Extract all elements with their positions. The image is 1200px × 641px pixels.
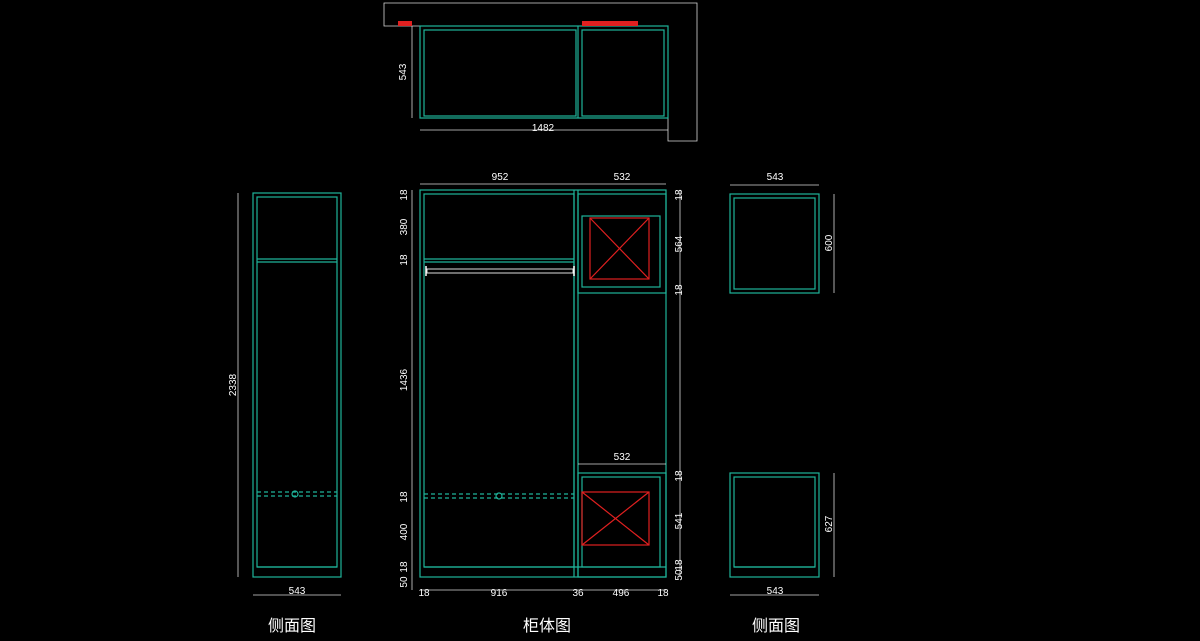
front-bottom-dim: 916	[491, 588, 508, 599]
front-left-dim: 18	[399, 254, 410, 266]
front-caption: 柜体图	[523, 616, 571, 635]
front-right-dim: 564	[674, 235, 685, 252]
front-mid-right-width: 532	[614, 452, 631, 463]
front-left-dim: 18	[399, 561, 410, 573]
upper-drawer-cross	[589, 217, 650, 280]
lower-side-height: 627	[824, 515, 835, 532]
front-right-dim: 541	[674, 512, 685, 529]
front-right-dim: 18	[674, 189, 685, 201]
plan-width-label: 1482	[532, 123, 555, 134]
lower-side-width: 543	[767, 586, 784, 597]
plan-depth-label: 543	[398, 63, 409, 80]
left-side-view: 2338 543 侧面图	[228, 192, 342, 635]
front-bottom-dim: 496	[613, 588, 630, 599]
top-plan-view: 543 1482	[383, 2, 698, 142]
front-right-dim: 18	[674, 470, 685, 482]
side-height-label: 2338	[228, 373, 239, 396]
front-left-dim: 400	[399, 523, 410, 540]
front-left-dim: 18	[399, 491, 410, 503]
door-hinge-marker	[582, 21, 638, 26]
front-bottom-dim: 18	[418, 588, 430, 599]
left-side-caption: 侧面图	[268, 616, 316, 635]
side-depth-label: 543	[289, 586, 306, 597]
front-top-right-width: 532	[614, 172, 631, 183]
front-top-left-width: 952	[492, 172, 509, 183]
front-left-dim: 18	[399, 189, 410, 201]
front-left-dim: 50	[399, 576, 410, 588]
front-bottom-dim: 18	[657, 588, 669, 599]
right-side-view: 543 600 627 543 侧面图	[729, 172, 835, 635]
hanging-rod	[426, 268, 574, 274]
front-left-dim: 380	[399, 218, 410, 235]
door-hinge-marker	[398, 21, 412, 26]
upper-side-height: 600	[824, 234, 835, 251]
front-view: 952 532 532 18 380 18 1436 18 400 18 50 …	[399, 172, 685, 635]
front-right-dim: 50	[674, 569, 685, 581]
right-side-caption: 侧面图	[752, 616, 800, 635]
lower-drawer-cross	[581, 491, 650, 546]
front-bottom-dim: 36	[572, 588, 584, 599]
front-right-dim: 18	[674, 284, 685, 296]
upper-side-width: 543	[767, 172, 784, 183]
front-right-dim: 18	[674, 559, 685, 571]
front-left-dim: 1436	[399, 368, 410, 391]
